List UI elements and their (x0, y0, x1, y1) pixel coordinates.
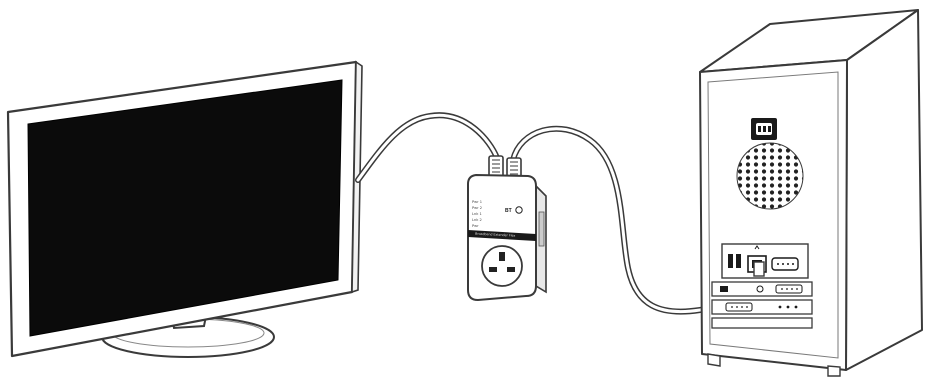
tv-screen (27, 79, 343, 337)
led-label: Lnk 1 (472, 212, 482, 216)
uk-socket (481, 245, 523, 287)
ethernet-plug-right (506, 157, 522, 181)
adapter-led-labels: Pwr 1 Pwr 2 Lnk 1 Lnk 2 Pwr (472, 200, 482, 228)
bt-logo-text: BT (505, 208, 512, 214)
ethernet-plug-pc (753, 261, 765, 277)
adapter-band-text: Broadband Extender Flex (475, 232, 516, 238)
desktop-tower (699, 9, 923, 377)
led-label: Lnk 2 (472, 218, 482, 222)
io-panel (721, 243, 809, 279)
led-label: Pwr 1 (472, 200, 482, 204)
led-label: Pwr 2 (472, 206, 482, 210)
usb-port-icon (728, 254, 733, 268)
cable-tv-to-adapter (355, 112, 500, 183)
adapter-band (468, 230, 536, 241)
bt-logo: BT (505, 206, 523, 214)
usb-port-icon (736, 254, 741, 268)
vga-port-icon (771, 257, 799, 271)
powerline-adapter: Pwr 1 Pwr 2 Lnk 1 Lnk 2 Pwr BT Broadband… (467, 155, 547, 302)
expansion-slots (711, 281, 813, 329)
fan-grille-icon (736, 142, 804, 210)
ethernet-plug-left (488, 155, 504, 179)
television (6, 60, 363, 358)
led-label: Pwr (472, 224, 479, 228)
power-socket-icon (751, 118, 777, 140)
